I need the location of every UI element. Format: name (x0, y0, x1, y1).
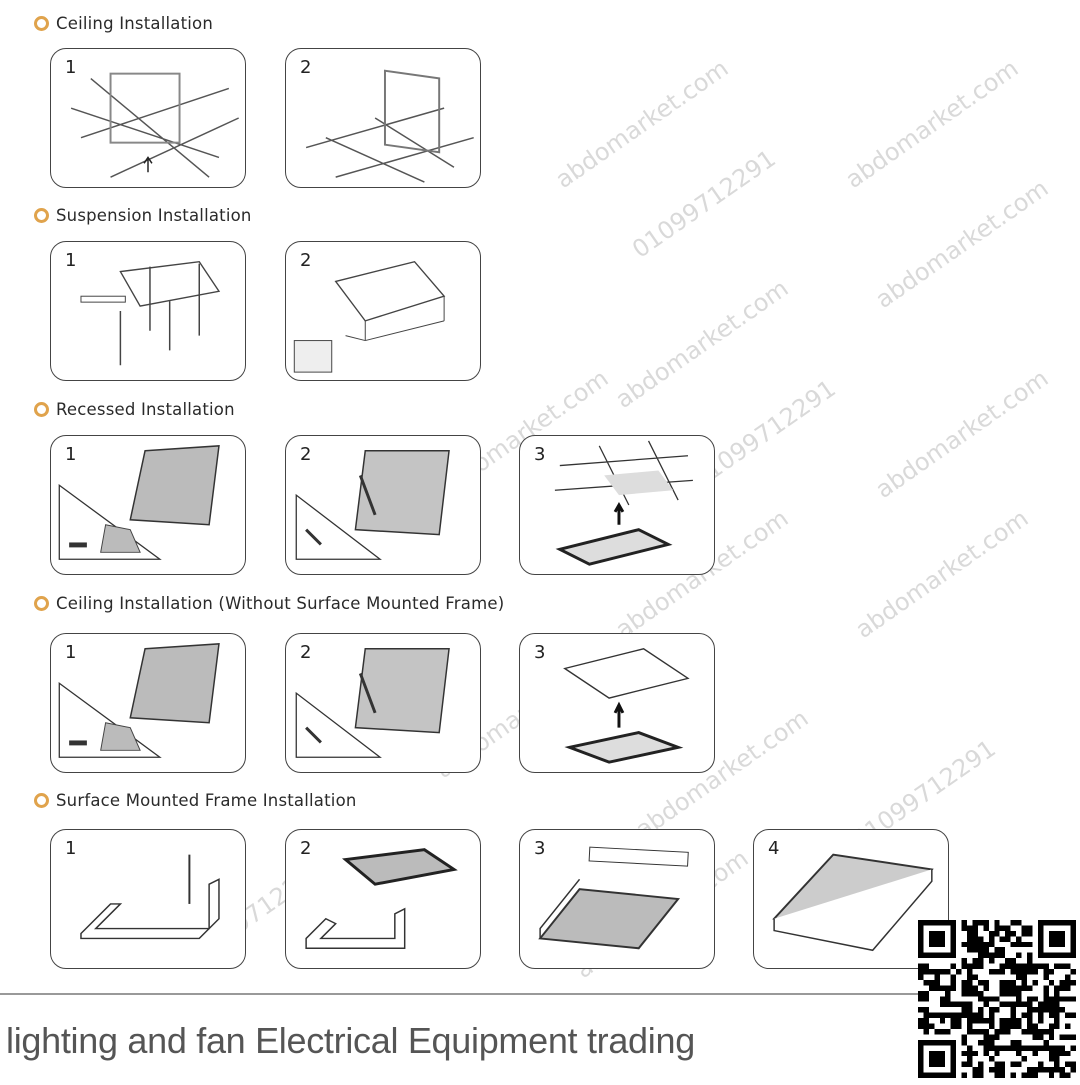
step-illustration: 2 (285, 435, 481, 575)
installation-diagram (563, 648, 690, 764)
step-number: 2 (300, 838, 312, 859)
installation-diagram (58, 643, 220, 758)
step-number: 2 (300, 642, 312, 663)
step-number: 3 (534, 642, 546, 663)
section-heading: Ceiling Installation (Without Surface Mo… (34, 594, 504, 613)
step-illustration: 4 (753, 829, 949, 969)
watermark-text: abdomarket.com (610, 274, 794, 414)
installation-diagram (295, 450, 450, 560)
bullet-icon (34, 596, 49, 611)
step-number: 2 (300, 250, 312, 271)
watermark-text: abdomarket.com (850, 504, 1034, 644)
step-number: 3 (534, 444, 546, 465)
step-illustration: 3 (519, 435, 715, 575)
step-illustration: 3 (519, 829, 715, 969)
installation-diagram (305, 69, 474, 183)
step-number: 1 (65, 838, 77, 859)
step-number: 1 (65, 642, 77, 663)
footer-text: lighting and fan Electrical Equipment tr… (6, 1020, 695, 1061)
step-number: 1 (65, 57, 77, 78)
section-title: Surface Mounted Frame Installation (56, 791, 357, 810)
watermark-text: abdomarket.com (550, 54, 734, 194)
step-number: 4 (768, 838, 780, 859)
section-title: Suspension Installation (56, 206, 252, 225)
bullet-icon (34, 402, 49, 417)
step-illustration: 1 (50, 633, 246, 773)
step-illustration: 2 (285, 633, 481, 773)
bullet-icon (34, 208, 49, 223)
divider-line (0, 993, 920, 995)
step-illustration: 1 (50, 829, 246, 969)
bullet-icon (34, 16, 49, 31)
installation-diagram (772, 853, 934, 952)
step-number: 1 (65, 444, 77, 465)
installation-diagram (305, 848, 458, 950)
installation-diagram (80, 854, 220, 940)
section-heading: Suspension Installation (34, 206, 252, 225)
installation-diagram (80, 260, 221, 366)
installation-diagram (58, 445, 220, 560)
step-illustration: 2 (285, 48, 481, 188)
step-number: 2 (300, 444, 312, 465)
section-title: Recessed Installation (56, 400, 235, 419)
watermark-text: 01099712291 (627, 144, 781, 264)
step-illustration: 2 (285, 241, 481, 381)
step-illustration: 2 (285, 829, 481, 969)
watermark-text: abdomarket.com (840, 54, 1024, 194)
step-number: 1 (65, 250, 77, 271)
step-illustration: 1 (50, 435, 246, 575)
installation-diagram (293, 260, 446, 373)
installation-diagram (70, 72, 239, 178)
step-illustration: 1 (50, 48, 246, 188)
section-heading: Ceiling Installation (34, 14, 213, 33)
installation-diagram (554, 440, 693, 566)
section-title: Ceiling Installation (Without Surface Mo… (56, 594, 505, 613)
qr-code (918, 920, 1076, 1078)
step-illustration: 1 (50, 241, 246, 381)
step-illustration: 3 (519, 633, 715, 773)
section-heading: Recessed Installation (34, 400, 235, 419)
step-number: 3 (534, 838, 546, 859)
section-heading: Surface Mounted Frame Installation (34, 791, 357, 810)
bullet-icon (34, 793, 49, 808)
installation-diagram (295, 648, 450, 758)
step-number: 2 (300, 57, 312, 78)
watermark-text: abdomarket.com (870, 364, 1054, 504)
watermark-text: abdomarket.com (870, 174, 1054, 314)
section-title: Ceiling Installation (56, 14, 213, 33)
installation-diagram (538, 846, 689, 950)
